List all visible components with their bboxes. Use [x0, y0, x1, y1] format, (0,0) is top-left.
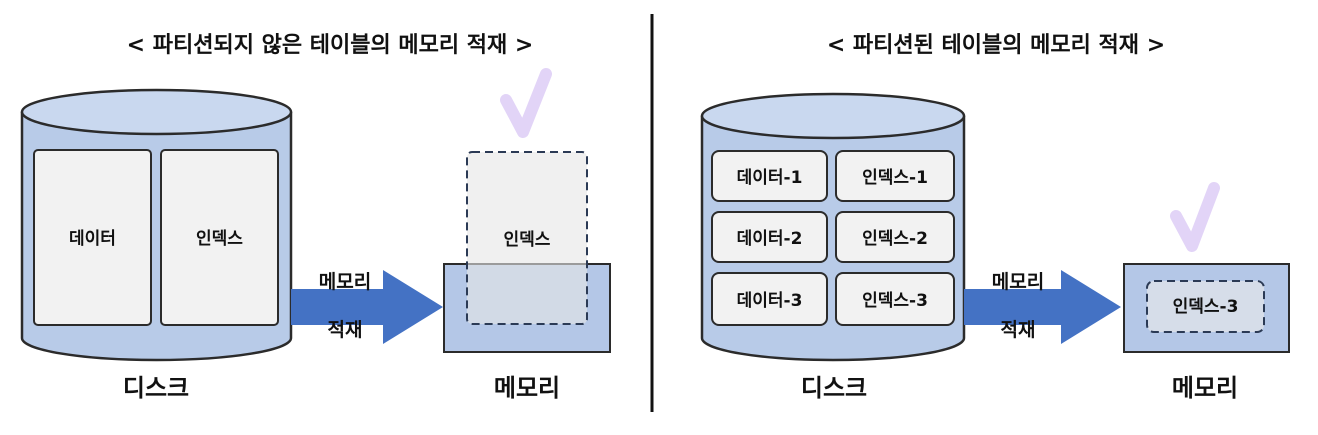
disk-box-label: 데이터	[69, 229, 116, 249]
right-arrow-label-line1: 메모리	[992, 271, 1044, 293]
left-loaded-index-label: 인덱스	[504, 230, 551, 250]
right-memory-label: 메모리	[1172, 374, 1238, 402]
left-title: < 파티션되지 않은 테이블의 메모리 적재 >	[127, 33, 534, 58]
left-loaded-index-box	[466, 151, 588, 325]
disk-box-label: 인덱스-1	[862, 168, 928, 188]
right-disk-box-index-2: 인덱스-2	[835, 211, 955, 263]
right-disk-box-index-1: 인덱스-1	[835, 150, 955, 202]
right-disk-box-index-3: 인덱스-3	[835, 272, 955, 326]
right-disk-box-data-1: 데이터-1	[711, 150, 828, 202]
left-arrow-label-line1: 메모리	[319, 271, 371, 293]
right-load-arrow	[964, 270, 1121, 344]
disk-box-label: 데이터-3	[737, 291, 803, 311]
disk-box-label: 데이터-1	[737, 168, 803, 188]
right-title: < 파티션된 테이블의 메모리 적재 >	[827, 33, 1165, 58]
disk-box-label: 데이터-2	[737, 229, 803, 249]
left-disk-box-data: 데이터	[33, 149, 152, 326]
right-disk-box-data-3: 데이터-3	[711, 272, 828, 326]
disk-box-label: 인덱스	[196, 229, 243, 249]
right-loaded-index-box	[1146, 280, 1265, 333]
left-load-arrow	[291, 270, 443, 344]
left-arrow-label-line2: 적재	[328, 319, 363, 341]
right-arrow-label-line2: 적재	[1001, 319, 1036, 341]
disk-box-label: 인덱스-3	[862, 291, 928, 311]
checkmark-icon	[1170, 182, 1220, 252]
right-disk-label: 디스크	[801, 374, 867, 402]
checkmark-icon	[500, 68, 552, 138]
left-disk-label: 디스크	[123, 374, 189, 402]
right-disk-box-data-2: 데이터-2	[711, 211, 828, 263]
disk-box-label: 인덱스-2	[862, 229, 928, 249]
left-memory-label: 메모리	[494, 374, 560, 402]
right-loaded-index-label: 인덱스-3	[1173, 297, 1239, 317]
left-disk-box-index: 인덱스	[160, 149, 279, 326]
